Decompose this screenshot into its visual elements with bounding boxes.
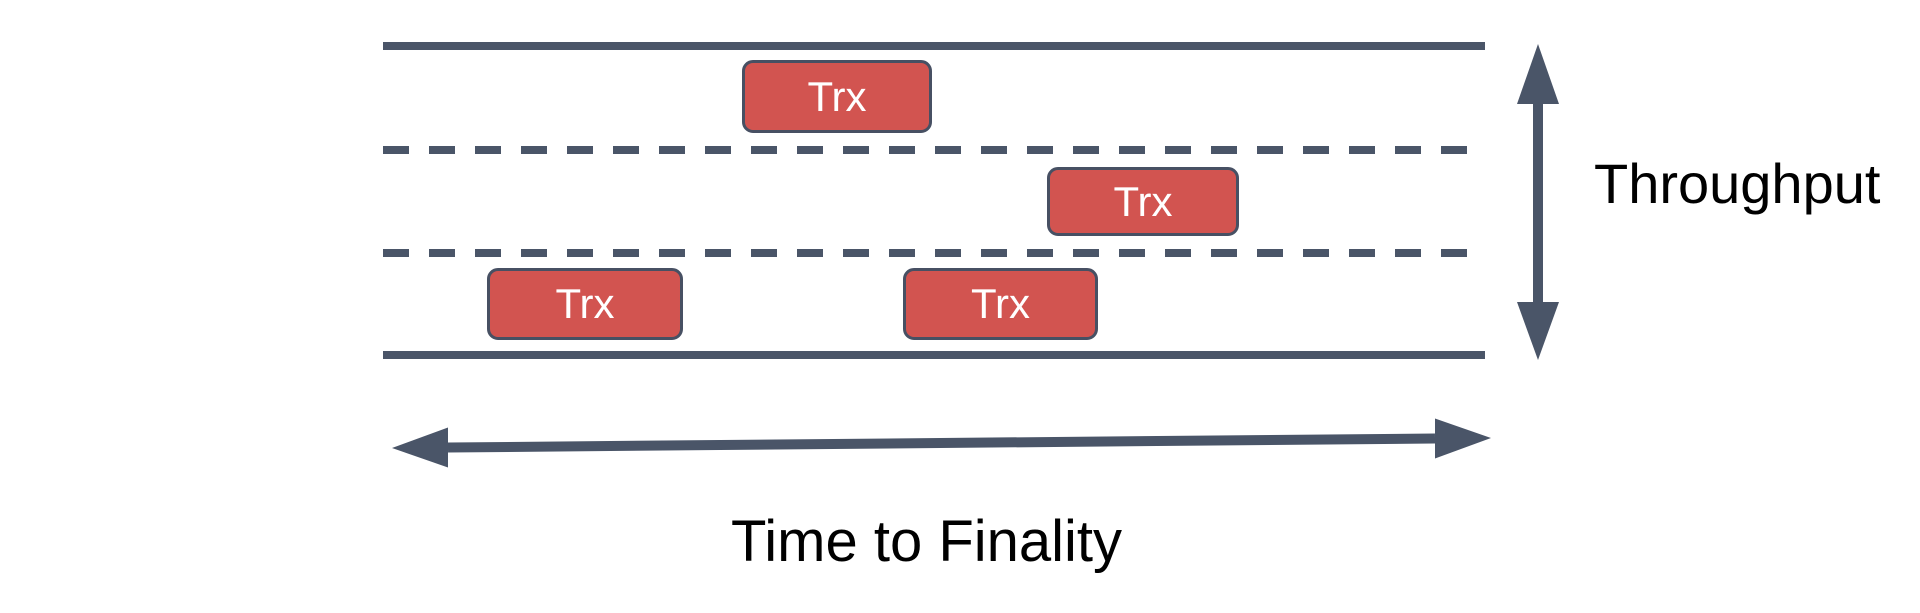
trx-box-bottom-lane-right: Trx [903, 268, 1098, 340]
throughput-arrow [1517, 44, 1559, 360]
time-to-finality-arrow-left-head-icon [392, 427, 448, 468]
trx-box-bottom-lane-left: Trx [487, 268, 683, 340]
time-to-finality-arrow-shaft [447, 433, 1436, 453]
throughput-arrow-down-head-icon [1517, 302, 1559, 360]
time-to-finality-arrow-right-head-icon [1435, 418, 1491, 459]
trx-box-label: Trx [807, 72, 867, 120]
trx-box-label: Trx [970, 280, 1031, 327]
trx-box-middle-lane: Trx [1047, 167, 1239, 236]
trx-box-label: Trx [555, 280, 615, 327]
throughput-arrow-up-head-icon [1517, 44, 1559, 104]
trx-box-label: Trx [1113, 177, 1173, 225]
throughput-label: Throughput [1594, 152, 1881, 215]
trx-box-top-lane: Trx [742, 60, 932, 133]
road [383, 42, 1485, 359]
time-to-finality-label: Time to Finality [731, 509, 1123, 574]
time-to-finality-arrow [392, 418, 1491, 468]
